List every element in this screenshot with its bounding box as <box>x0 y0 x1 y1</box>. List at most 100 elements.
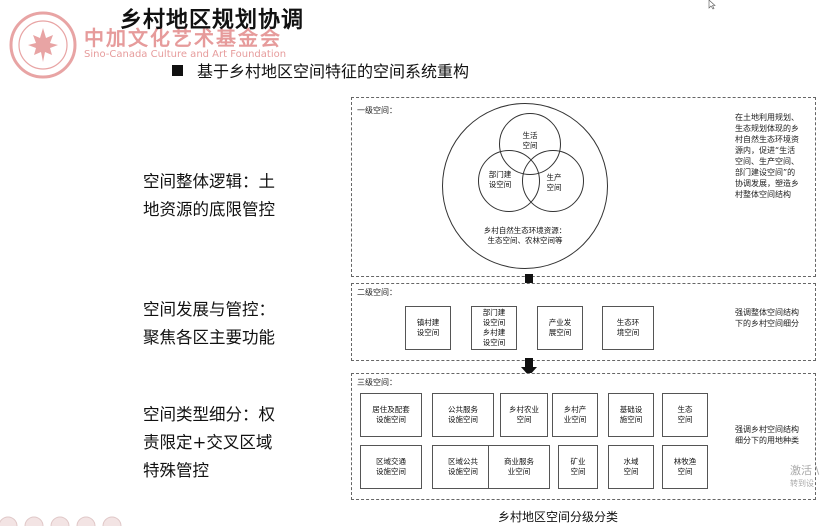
box-line: 空间 <box>623 467 639 476</box>
production-space-text: 生产 空间 <box>536 173 572 193</box>
box-line: 空间 <box>516 415 532 424</box>
department-space-text: 部门建 设空间 <box>482 170 518 190</box>
level3-box: 区域公共设施空间 <box>432 445 494 489</box>
note-line: 村整体空间结构 <box>735 190 791 199</box>
box-line: 境空间 <box>616 328 640 337</box>
department-rural-construction-box: 部门建设空间乡村建设空间 <box>471 306 517 350</box>
box-line: 区域公共 <box>448 457 478 466</box>
box-line: 设施空间 <box>448 415 478 424</box>
box-line: 部门建 <box>482 308 506 317</box>
text-line: 部门建 <box>488 170 512 179</box>
point-overall-logic: 空间整体逻辑：土 地资源的底限管控 <box>143 168 275 224</box>
level2-panel: 二级空间： 镇村建设空间 部门建设空间乡村建设空间 产业发展空间 生态环境空间 … <box>351 283 816 361</box>
level3-box: 水域空间 <box>608 445 654 489</box>
outer-circle <box>442 103 608 269</box>
level3-box: 区域交通设施空间 <box>360 445 422 489</box>
circle-production <box>522 150 584 212</box>
box-line: 生态 <box>677 405 693 414</box>
note-line: 强调乡村空间结构 <box>735 425 799 434</box>
note-line: 细分下的用地种类 <box>735 436 799 445</box>
box-line: 镇村建 <box>416 318 440 327</box>
living-space-text: 生活 空间 <box>512 131 548 151</box>
note-line: 在土地利用规划、 <box>735 113 799 122</box>
box-line: 设空间 <box>416 328 440 337</box>
bullet-square-icon <box>172 65 183 76</box>
town-village-construction-box: 镇村建设空间 <box>405 306 451 350</box>
box-line: 产业发 <box>548 318 572 327</box>
box-line: 水域 <box>623 457 639 466</box>
box-line: 乡村产 <box>563 405 587 414</box>
page-title: 乡村地区规划协调 <box>120 8 305 33</box>
box-line: 业空间 <box>507 467 531 476</box>
text-line: 空间 <box>522 141 538 150</box>
level3-box: 基础设施空间 <box>608 393 654 437</box>
note-line: 村自然生态环境资 <box>735 135 799 144</box>
box-line: 展空间 <box>548 328 572 337</box>
text-line: 空间 <box>546 183 562 192</box>
level3-box: 居住及配套设施空间 <box>360 393 422 437</box>
industry-development-box: 产业发展空间 <box>537 306 583 350</box>
ecological-resource-text: 乡村自然生态环境资源： 生态空间、农林空间等 <box>465 226 585 246</box>
level2-label: 二级空间： <box>357 288 397 297</box>
note-line: 生态规划体现的乡 <box>735 124 799 133</box>
subtitle-text: 基于乡村地区空间特征的空间系统重构 <box>197 62 470 81</box>
level3-box: 商业服务业空间 <box>488 445 550 489</box>
box-line: 设空间 <box>482 338 506 347</box>
box-line: 公共服务 <box>448 405 478 414</box>
text-line: 乡村自然生态环境资源： <box>483 226 567 235</box>
note-line: 源内，促进“生活 <box>735 146 796 155</box>
point-line: 责限定+交叉区域 <box>143 433 273 452</box>
note-line: 下的乡村空间细分 <box>735 319 799 328</box>
ecological-environment-box: 生态环境空间 <box>602 306 654 350</box>
point-line: 特殊管控 <box>143 461 209 480</box>
point-line: 空间整体逻辑：土 <box>143 172 275 191</box>
text-line: 生态空间、农林空间等 <box>487 236 563 245</box>
box-line: 设空间 <box>482 318 506 327</box>
level3-box: 公共服务设施空间 <box>432 393 494 437</box>
point-type-subdivision: 空间类型细分：权 责限定+交叉区域 特殊管控 <box>143 401 275 485</box>
logo-subname: Sino-Canada Culture and Art Foundation <box>84 49 287 60</box>
note-line: 强调整体空间结构 <box>735 308 799 317</box>
box-line: 居住及配套 <box>372 405 410 414</box>
logo-name: 中加文化艺术基金会 <box>84 26 282 50</box>
box-line: 商业服务 <box>504 457 534 466</box>
box-line: 基础设 <box>619 405 643 414</box>
level3-box: 乡村产业空间 <box>552 393 598 437</box>
level3-note: 强调乡村空间结构 细分下的用地种类 <box>735 424 815 446</box>
box-line: 设施空间 <box>376 415 406 424</box>
bottom-decoration <box>0 516 122 526</box>
box-line: 空间 <box>677 467 693 476</box>
down-arrow-icon <box>521 358 537 376</box>
box-line: 空间 <box>570 467 586 476</box>
box-line: 设施空间 <box>448 467 478 476</box>
text-line: 生产 <box>546 173 562 182</box>
figure-caption: 乡村地区空间分级分类 <box>498 510 619 524</box>
box-line: 乡村农业 <box>509 405 539 414</box>
box-line: 施空间 <box>619 415 643 424</box>
level1-panel: 一级空间： 生活 空间 部门建 设空间 生产 空间 乡村自然生态环境资源： 生态… <box>351 97 816 277</box>
point-line: 聚焦各区主要功能 <box>143 328 275 347</box>
box-line: 业空间 <box>563 415 587 424</box>
box-line: 生态环 <box>616 318 640 327</box>
level2-note: 强调整体空间结构 下的乡村空间细分 <box>735 307 815 329</box>
level3-label: 三级空间： <box>357 378 397 387</box>
box-line: 空间 <box>677 415 693 424</box>
box-line: 矿业 <box>570 457 586 466</box>
box-line: 乡村建 <box>482 328 506 337</box>
logo <box>8 10 78 80</box>
text-line: 生活 <box>522 131 538 140</box>
activation-watermark: 激活 \ 转到设 <box>790 462 819 489</box>
point-development-control: 空间发展与管控： 聚焦各区主要功能 <box>143 296 275 352</box>
level3-box: 矿业空间 <box>558 445 598 489</box>
point-line: 地资源的底限管控 <box>143 200 275 219</box>
level3-box: 生态空间 <box>662 393 708 437</box>
level1-note: 在土地利用规划、 生态规划体现的乡 村自然生态环境资 源内，促进“生活 空间、生… <box>735 112 815 200</box>
level3-panel: 三级空间： 居住及配套设施空间 公共服务设施空间 乡村农业空间 乡村产业空间 基… <box>351 373 816 500</box>
point-line: 空间类型细分：权 <box>143 405 275 424</box>
note-line: 协调发展，塑造乡 <box>735 179 799 188</box>
logo-seal-icon <box>9 11 77 79</box>
section-subtitle: 基于乡村地区空间特征的空间系统重构 <box>172 58 469 82</box>
level1-label: 一级空间： <box>357 106 397 115</box>
watermark-line: 转到设 <box>790 479 814 488</box>
box-line: 设施空间 <box>376 467 406 476</box>
